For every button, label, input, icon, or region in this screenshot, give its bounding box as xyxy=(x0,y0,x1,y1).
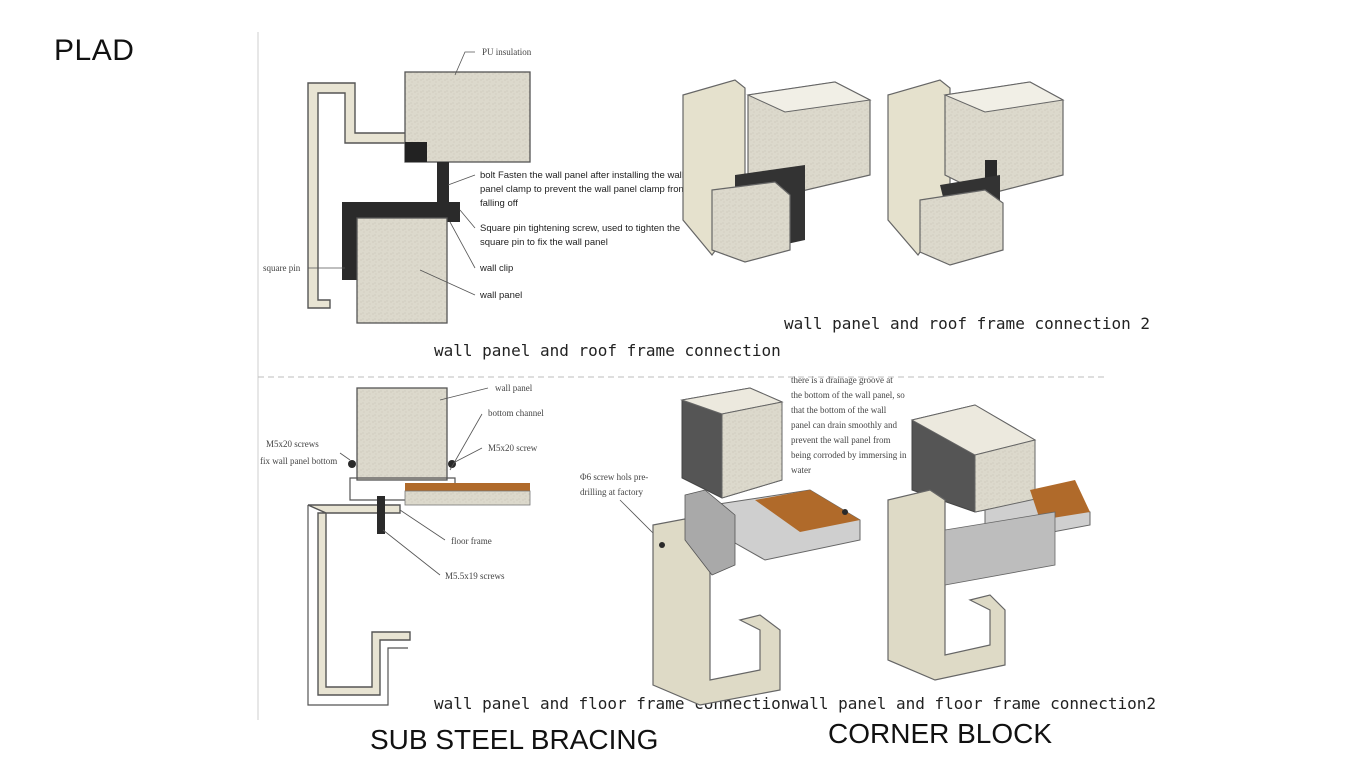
label-m55x19-screws: M5.5x19 screws xyxy=(445,571,505,581)
wall-panel-block xyxy=(356,217,448,324)
roof-connection-title: wall panel and roof frame connection xyxy=(434,341,781,360)
label-wall-clip: wall clip xyxy=(479,263,513,274)
floor-slab xyxy=(404,490,531,506)
label-phi6-2: drilling at factory xyxy=(580,487,643,497)
label-m5x20-screws-1: M5x20 screws xyxy=(266,439,319,449)
floor-connection-section: wall panel bottom channel M5x20 screw M5… xyxy=(260,383,790,713)
label-m5x20-screw: M5x20 screw xyxy=(488,443,538,453)
label-floor-wall-panel: wall panel xyxy=(495,383,533,393)
label-square-pin-screw-1: Square pin tightening screw, used to tig… xyxy=(480,223,680,234)
label-drain-4: panel can drain smoothly and xyxy=(791,420,897,430)
caption-sub-steel-bracing: SUB STEEL BRACING xyxy=(370,724,659,755)
page-title: PLAD xyxy=(54,34,135,67)
label-bolt-2: panel clamp to prevent the wall panel cl… xyxy=(480,184,687,195)
label-pu-insulation: PU insulation xyxy=(482,47,532,57)
roof-frame-channel xyxy=(307,82,411,309)
roof-connection-section: PU insulation bolt Fasten the wall panel… xyxy=(263,47,781,360)
floor-wood xyxy=(405,483,530,491)
floor-frame-channel xyxy=(307,504,411,696)
label-m5x20-screws-2: fix wall panel bottom xyxy=(260,456,337,466)
floor-connection-title-2: wall panel and floor frame connection2 xyxy=(790,694,1156,713)
label-bolt-1: bolt Fasten the wall panel after install… xyxy=(480,170,684,181)
label-drain-5: prevent the wall panel from xyxy=(791,435,890,445)
floor-3d-view-2: there is a drainage groove at the bottom… xyxy=(791,375,1091,681)
label-bolt-3: falling off xyxy=(480,198,518,209)
bolt xyxy=(437,162,449,202)
label-wall-panel: wall panel xyxy=(479,290,522,301)
roof-3d-view-1 xyxy=(682,79,872,263)
label-drain-1: there is a drainage groove at xyxy=(791,375,893,385)
floor-screw xyxy=(377,496,385,534)
roof-dark-strip xyxy=(405,142,427,162)
roof-3d-view-2 xyxy=(887,79,1065,266)
label-phi6-1: Φ6 screw hols pre- xyxy=(580,472,648,482)
floor-wall-panel-block xyxy=(356,387,448,481)
label-bottom-channel: bottom channel xyxy=(488,408,544,418)
roof-connection-title-2: wall panel and roof frame connection 2 xyxy=(784,314,1150,333)
label-square-pin-screw-2: square pin to fix the wall panel xyxy=(480,237,608,248)
floor-3d-view-1: Φ6 screw hols pre- drilling at factory xyxy=(580,387,861,706)
label-drain-6: being corroded by immersing in xyxy=(791,450,907,460)
caption-corner-block: CORNER BLOCK xyxy=(828,718,1053,749)
label-drain-3: that the bottom of the wall xyxy=(791,405,887,415)
label-square-pin: square pin xyxy=(263,263,301,273)
label-floor-frame: floor frame xyxy=(451,536,492,546)
label-drain-7: water xyxy=(791,465,811,475)
label-drain-2: the bottom of the wall panel, so xyxy=(791,390,905,400)
